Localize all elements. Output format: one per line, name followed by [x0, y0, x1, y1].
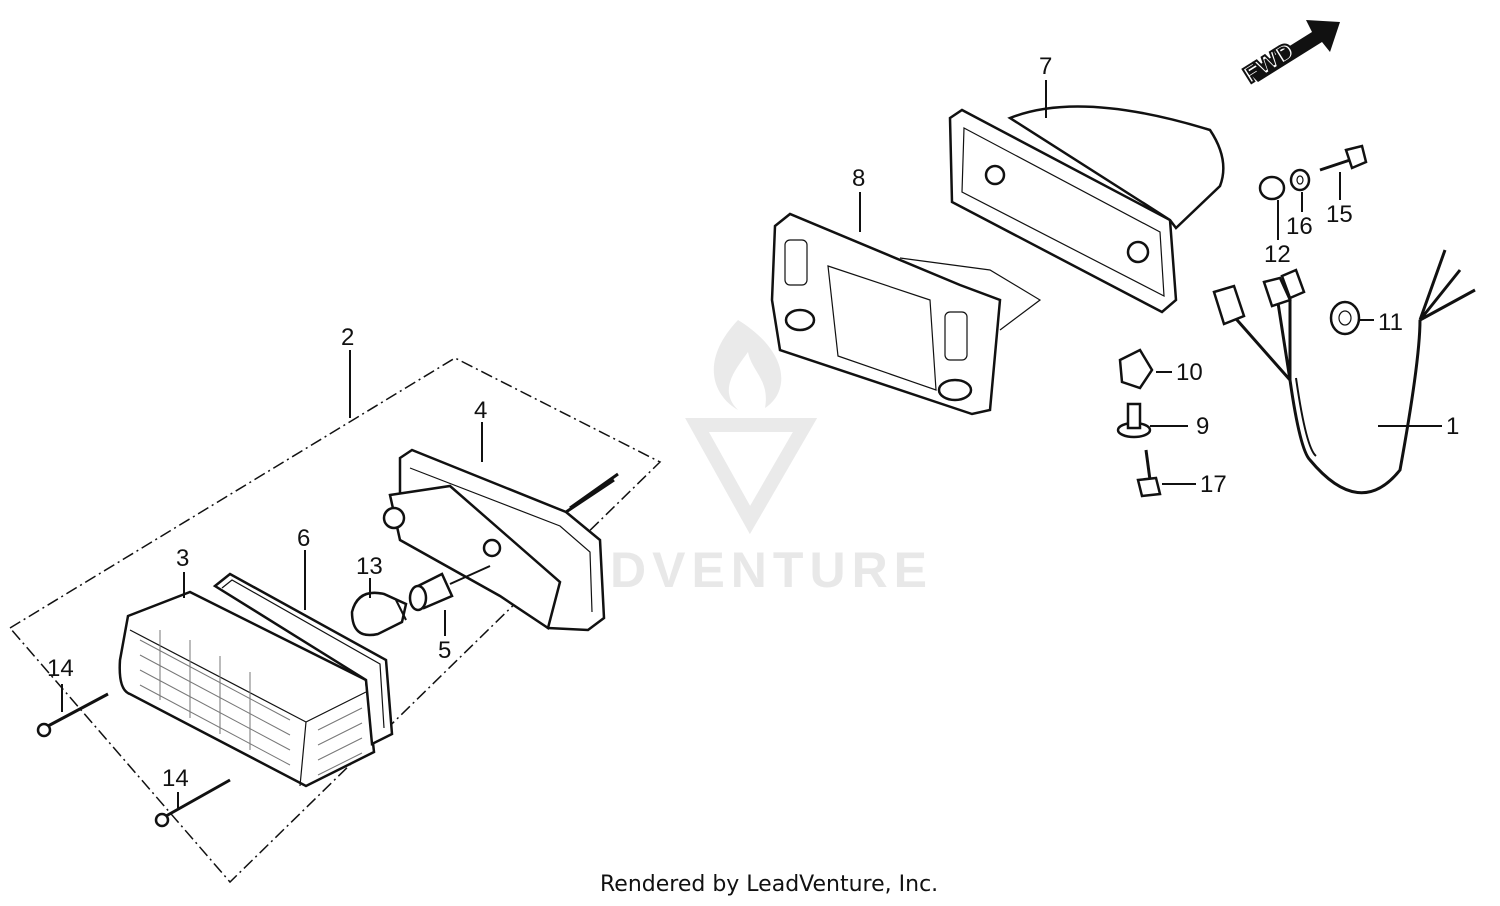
- bracket-plate-part: [770, 212, 1042, 416]
- collar-part: [1258, 175, 1286, 201]
- lens-part: [118, 590, 376, 788]
- screw-part-upper: [36, 692, 109, 738]
- screw-part-lower: [154, 778, 231, 828]
- callout-4: 4: [474, 397, 487, 424]
- callout-12: 12: [1264, 241, 1291, 268]
- callout-11: 11: [1378, 309, 1403, 336]
- callout-6: 6: [297, 525, 310, 552]
- callout-1: 1: [1446, 413, 1459, 440]
- callout-14-upper: 14: [47, 655, 74, 682]
- callout-labels: 2 3 6 4 13 5 14 14 8 7 12 16 15 11 10 9 …: [47, 53, 1459, 792]
- assembly-boundary: [8, 357, 662, 884]
- callout-14-lower: 14: [162, 765, 189, 792]
- callout-8: 8: [852, 165, 865, 192]
- callout-2: 2: [341, 324, 354, 351]
- footer-credit: Rendered by LeadVenture, Inc.: [600, 872, 938, 897]
- washer-part: [1289, 168, 1311, 192]
- callout-17: 17: [1200, 471, 1227, 498]
- socket-part: [408, 565, 491, 612]
- callout-7: 7: [1039, 53, 1052, 80]
- forward-arrow-icon: FWD: [1238, 20, 1340, 90]
- collar-part-lower: [1116, 402, 1152, 439]
- direction-label: FWD: [1239, 37, 1300, 89]
- bolt-part-lower: [1136, 449, 1162, 498]
- bolt-part-upper: [1319, 144, 1368, 172]
- callout-16: 16: [1286, 213, 1313, 240]
- gasket-part: [212, 572, 394, 746]
- callout-3: 3: [176, 545, 189, 572]
- callout-15: 15: [1326, 201, 1353, 228]
- grommet-part: [1329, 300, 1361, 336]
- leader-lines: [61, 80, 1442, 808]
- bulb-part: [350, 591, 408, 637]
- housing-part: [382, 448, 619, 632]
- callout-13: 13: [356, 553, 383, 580]
- callout-9: 9: [1196, 413, 1209, 440]
- wire-harness-part: [1212, 249, 1476, 495]
- callout-5: 5: [438, 637, 451, 664]
- nut-part: [1118, 348, 1154, 390]
- rear-housing-part: [948, 105, 1225, 314]
- callout-10: 10: [1176, 359, 1203, 386]
